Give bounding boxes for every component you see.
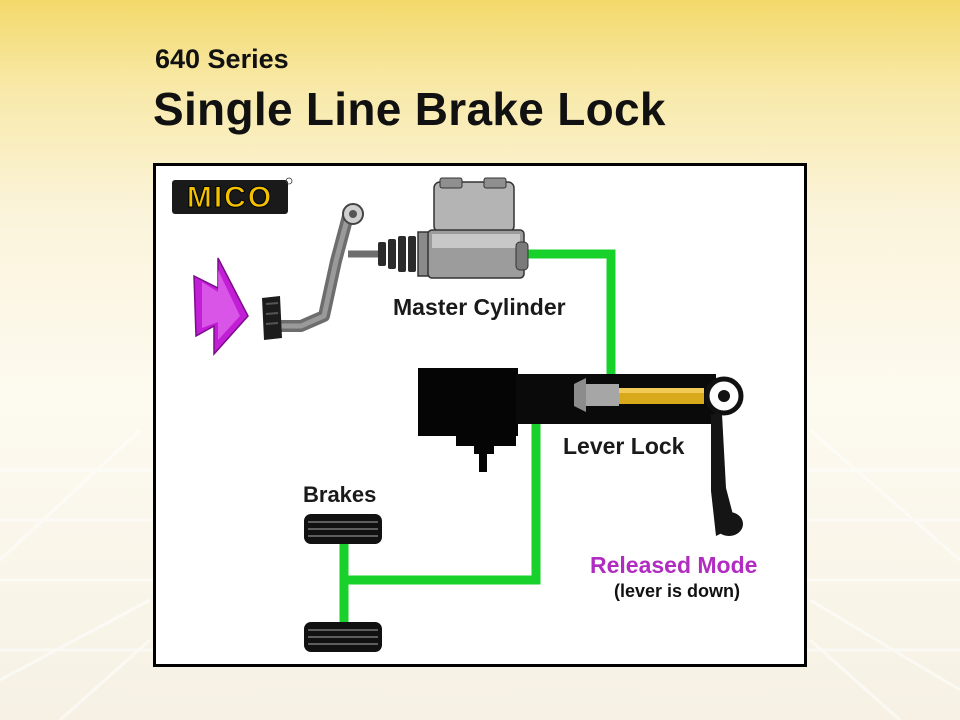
- diagram-frame: MICO: [153, 163, 807, 667]
- master-cylinder-icon: [378, 177, 529, 279]
- lever-lock-icon: [418, 368, 744, 472]
- logo-text: MICO: [187, 181, 273, 214]
- push-arrow-icon: [193, 257, 249, 356]
- series-subtitle: 640 Series: [155, 44, 289, 74]
- brake-wheel-icon: [304, 514, 382, 544]
- mode-note: (lever is down): [614, 581, 741, 601]
- lever-lock-label: Lever Lock: [563, 433, 685, 459]
- diagram-canvas: MICO: [172, 177, 744, 652]
- brake-pedal-icon: [262, 203, 378, 340]
- lever-handle-icon: [711, 414, 743, 536]
- mode-label: Released Mode: [590, 552, 758, 578]
- master-cylinder-label: Master Cylinder: [393, 294, 566, 320]
- mico-logo: MICO: [172, 177, 293, 215]
- brake-wheel-icon: [304, 622, 382, 652]
- brakes-label: Brakes: [303, 482, 377, 507]
- page-title: Single Line Brake Lock: [153, 83, 666, 135]
